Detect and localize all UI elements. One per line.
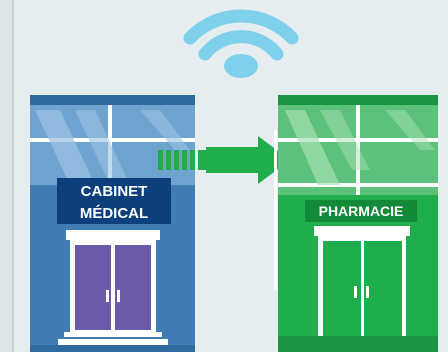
pharmacy-sign-text: PHARMACIE	[319, 203, 404, 219]
frame-border	[0, 0, 14, 352]
wifi-icon	[183, 9, 299, 78]
pharmacy-building: PHARMACIE	[274, 95, 438, 352]
sign-line2: MÉDICAL	[80, 205, 148, 222]
medical-office-sign	[57, 178, 171, 224]
medical-door-left	[75, 245, 111, 330]
sign-line1: CABINET	[81, 183, 148, 200]
pharmacy-door-right	[364, 241, 402, 336]
medical-door-right	[115, 245, 151, 330]
pharmacy-sign	[305, 200, 417, 222]
medical-office-building: CABINET MÉDICAL	[30, 95, 195, 352]
